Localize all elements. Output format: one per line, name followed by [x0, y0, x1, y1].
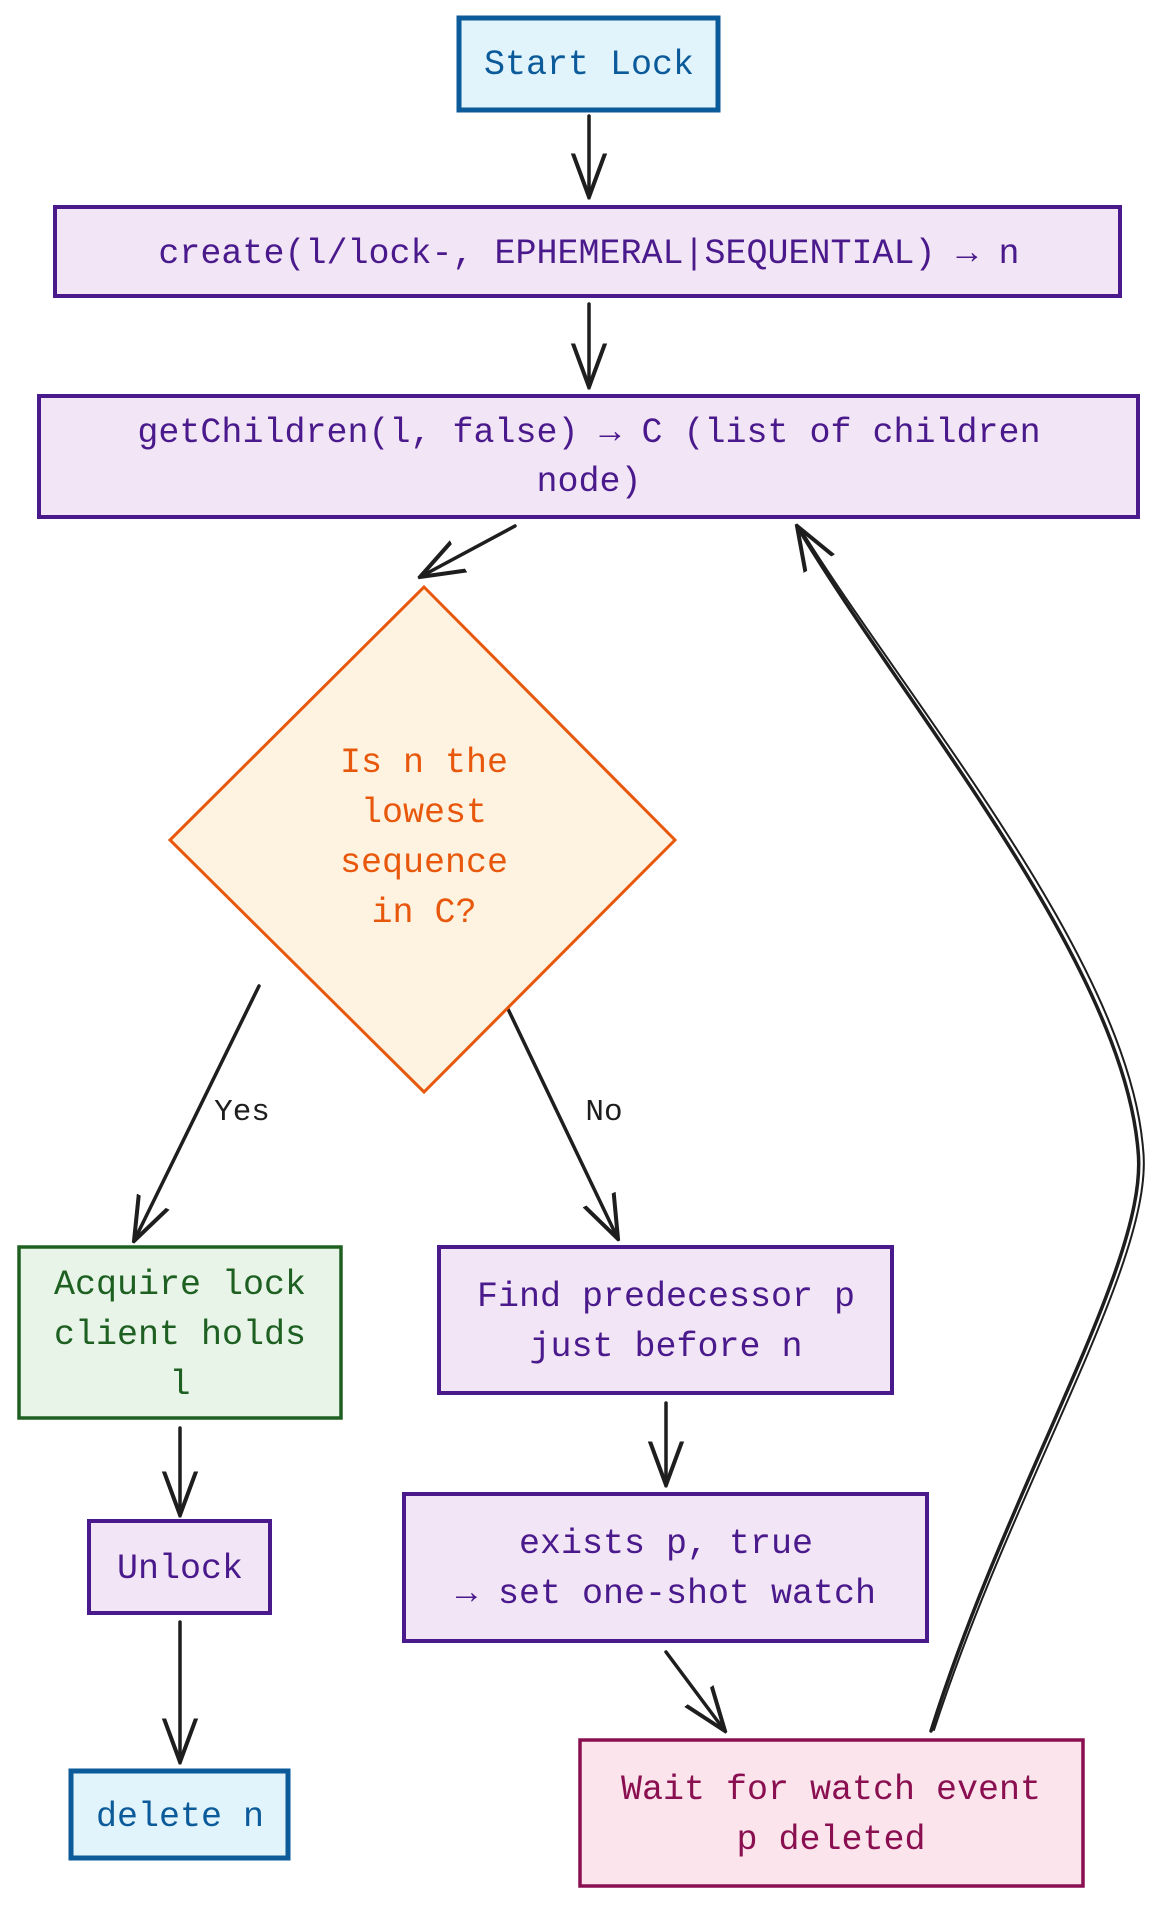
decision-lowest-sequence: Is n the lowest sequence in C?: [167, 584, 678, 1095]
node-start-lock: Start Lock: [456, 15, 721, 113]
node-unlock: Unlock: [87, 1519, 272, 1615]
node-text: sequence: [340, 843, 508, 883]
node-text: exists p, true: [519, 1524, 813, 1564]
node-text: Acquire lock: [54, 1265, 306, 1305]
node-text: delete n: [96, 1797, 264, 1837]
node-wait-watch-event: Wait for watch event p deleted: [578, 1738, 1085, 1888]
node-text: Start Lock: [484, 45, 694, 85]
node-text: l: [169, 1365, 190, 1405]
edge-label-no: No: [585, 1095, 622, 1130]
arrow-exists-to-wait: [664, 1650, 725, 1731]
node-text: Unlock: [117, 1549, 243, 1589]
node-exists-watch: exists p, true → set one-shot watch: [402, 1492, 929, 1643]
node-create: create(l/lock-, EPHEMERAL|SEQUENTIAL) → …: [53, 205, 1122, 298]
node-text: just before n: [529, 1327, 802, 1367]
node-text: create(l/lock-, EPHEMERAL|SEQUENTIAL) → …: [158, 234, 1019, 274]
arrow-wait-to-getchildren: [797, 526, 1141, 1733]
edge-label-yes: Yes: [214, 1095, 270, 1130]
node-find-predecessor: Find predecessor p just before n: [437, 1245, 894, 1395]
node-text: node): [536, 462, 641, 502]
arrow-getchildren-to-decision: [420, 524, 517, 577]
node-acquire-lock: Acquire lock client holds l: [17, 1245, 343, 1420]
node-text: Is n the: [340, 743, 508, 783]
node-get-children: getChildren(l, false) → C (list of child…: [37, 394, 1140, 519]
node-text: Find predecessor p: [477, 1277, 855, 1317]
arrow-wait-to-getchildren-sketch: [799, 527, 1145, 1731]
arrow-yes-to-acquire: [134, 984, 261, 1241]
node-text: → set one-shot watch: [456, 1574, 876, 1614]
node-delete-n: delete n: [68, 1768, 291, 1861]
node-text: client holds: [54, 1315, 306, 1355]
node-text: p deleted: [736, 1820, 925, 1860]
node-text: lowest: [361, 793, 487, 833]
arrow-no-to-find: [495, 984, 618, 1239]
node-text: getChildren(l, false) → C (list of child…: [137, 413, 1040, 453]
node-text: Wait for watch event: [621, 1770, 1041, 1810]
node-text: in C?: [371, 893, 476, 933]
